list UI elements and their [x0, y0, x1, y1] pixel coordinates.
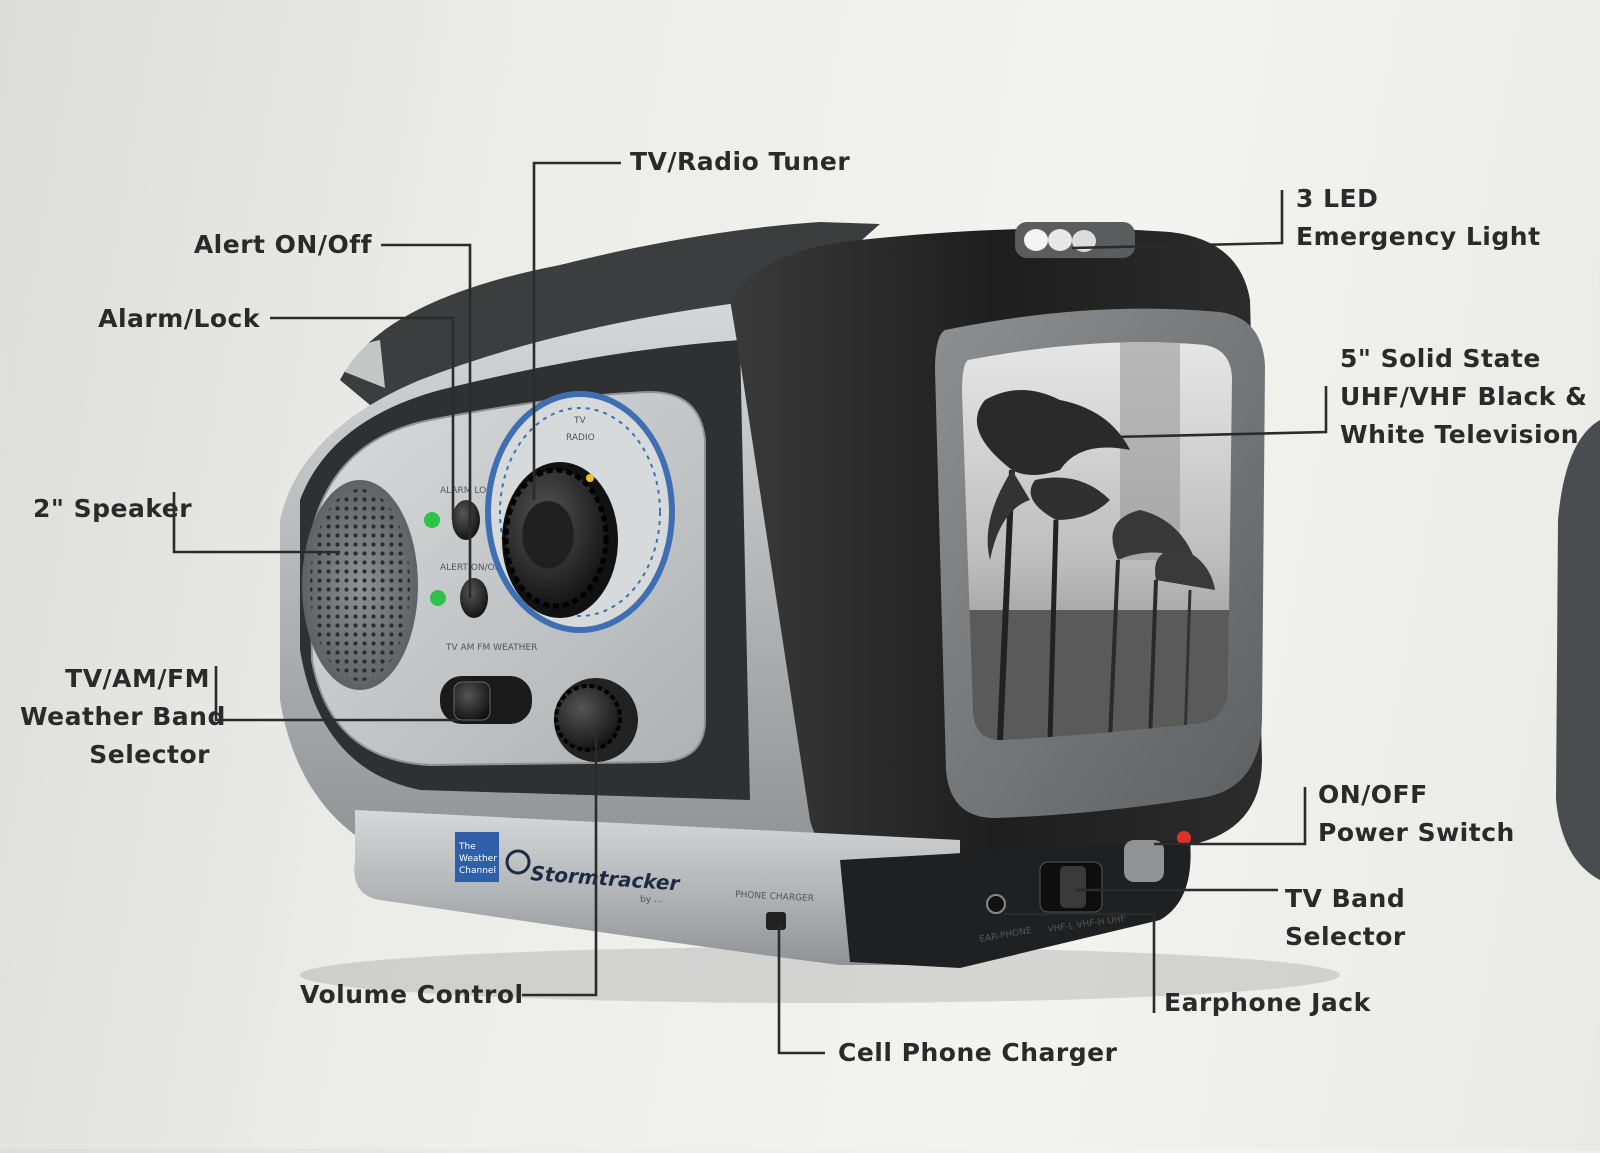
leader-cell-phone-charger [777, 925, 825, 1055]
volume-knob[interactable] [554, 684, 622, 752]
band-row-label: TV AM FM WEATHER [445, 643, 537, 653]
tv-band-switch[interactable] [1060, 866, 1086, 908]
tv-band-line-2: Selector [1285, 922, 1406, 951]
weather-channel-badge [455, 832, 499, 882]
badge-line-3: Channel [459, 866, 496, 876]
power-indicator-led [1177, 831, 1191, 845]
second-unit-edge [1556, 420, 1600, 880]
dial-label-radio: RADIO [566, 433, 595, 443]
callout-power-switch: ON/OFF Power Switch [1318, 776, 1515, 852]
alarm-led [424, 512, 440, 528]
base-left [354, 810, 960, 965]
alert-on-off-button[interactable] [460, 578, 488, 618]
alarm-lock-button[interactable] [452, 500, 480, 540]
alert-led [430, 590, 446, 606]
band-selector-line-2: Weather Band [20, 702, 226, 731]
badge-line-2: Weather [459, 854, 497, 864]
tv-band-line-1: TV Band [1285, 884, 1406, 913]
screen-line-3: White Television [1340, 420, 1580, 449]
callout-cell-phone-charger: Cell Phone Charger [838, 1038, 1118, 1067]
callout-volume-control: Volume Control [300, 980, 524, 1009]
handle-clip [345, 340, 385, 388]
power-switch-line-1: ON/OFF [1318, 780, 1428, 809]
callout-speaker: 2" Speaker [33, 494, 193, 523]
tuner-knob-cap [521, 500, 575, 570]
leader-earphone-jack [1004, 912, 1156, 1013]
stormtracker-swirl-icon [505, 849, 531, 875]
tuner-pointer [586, 474, 594, 482]
callout-earphone-jack: Earphone Jack [1164, 988, 1371, 1017]
leader-screen [1111, 386, 1328, 439]
dial-label-tv: TV [573, 416, 586, 426]
power-switch-line-2: Power Switch [1318, 818, 1515, 847]
maker-name: by ... [640, 895, 662, 905]
callout-led-light: 3 LED Emergency Light [1296, 180, 1541, 256]
leader-tv-radio-tuner [532, 161, 621, 500]
leader-led-light [1071, 190, 1284, 250]
phone-charger-port[interactable] [766, 912, 786, 930]
screen-line-1: 5" Solid State [1340, 344, 1541, 373]
callout-tv-radio-tuner: TV/Radio Tuner [630, 147, 851, 176]
screen-line-2: UHF/VHF Black & [1340, 382, 1588, 411]
leader-speaker [172, 492, 340, 554]
tuner-dial-scale [499, 407, 661, 617]
earphone-jack[interactable] [986, 894, 1006, 914]
band-selector-switch[interactable] [453, 681, 491, 721]
leader-alert-on-off [381, 243, 472, 598]
callout-alarm-lock: Alarm/Lock [98, 304, 260, 333]
callout-screen: 5" Solid State UHF/VHF Black & White Tel… [1340, 340, 1587, 454]
led-line-1: 3 LED [1296, 184, 1379, 213]
leader-lines [172, 161, 1328, 1055]
power-switch[interactable] [1124, 840, 1164, 882]
band-selector-line-1: TV/AM/FM [65, 664, 210, 693]
led-2 [1048, 229, 1072, 251]
leader-volume-control [522, 728, 598, 997]
phone-charger-panel-label: PHONE CHARGER [735, 890, 814, 904]
band-selector-line-3: Selector [89, 740, 210, 769]
device-shadow [300, 947, 1340, 1003]
alert-panel-label: ALERT ON/OFF [440, 563, 505, 573]
callout-band-selector: TV/AM/FM Weather Band Selector [20, 660, 226, 774]
leader-alarm-lock [270, 316, 455, 520]
leader-band-selector [214, 666, 458, 722]
screen-image-palm-trees [962, 342, 1232, 741]
leader-power-switch [1154, 787, 1307, 846]
led-line-2: Emergency Light [1296, 222, 1541, 251]
callout-tv-band-selector: TV Band Selector [1285, 880, 1406, 956]
base-right [840, 840, 1191, 968]
callout-alert-on-off: Alert ON/Off [193, 230, 372, 259]
badge-line-1: The [458, 842, 476, 852]
speaker-grille [310, 489, 410, 681]
led-1 [1024, 229, 1048, 251]
